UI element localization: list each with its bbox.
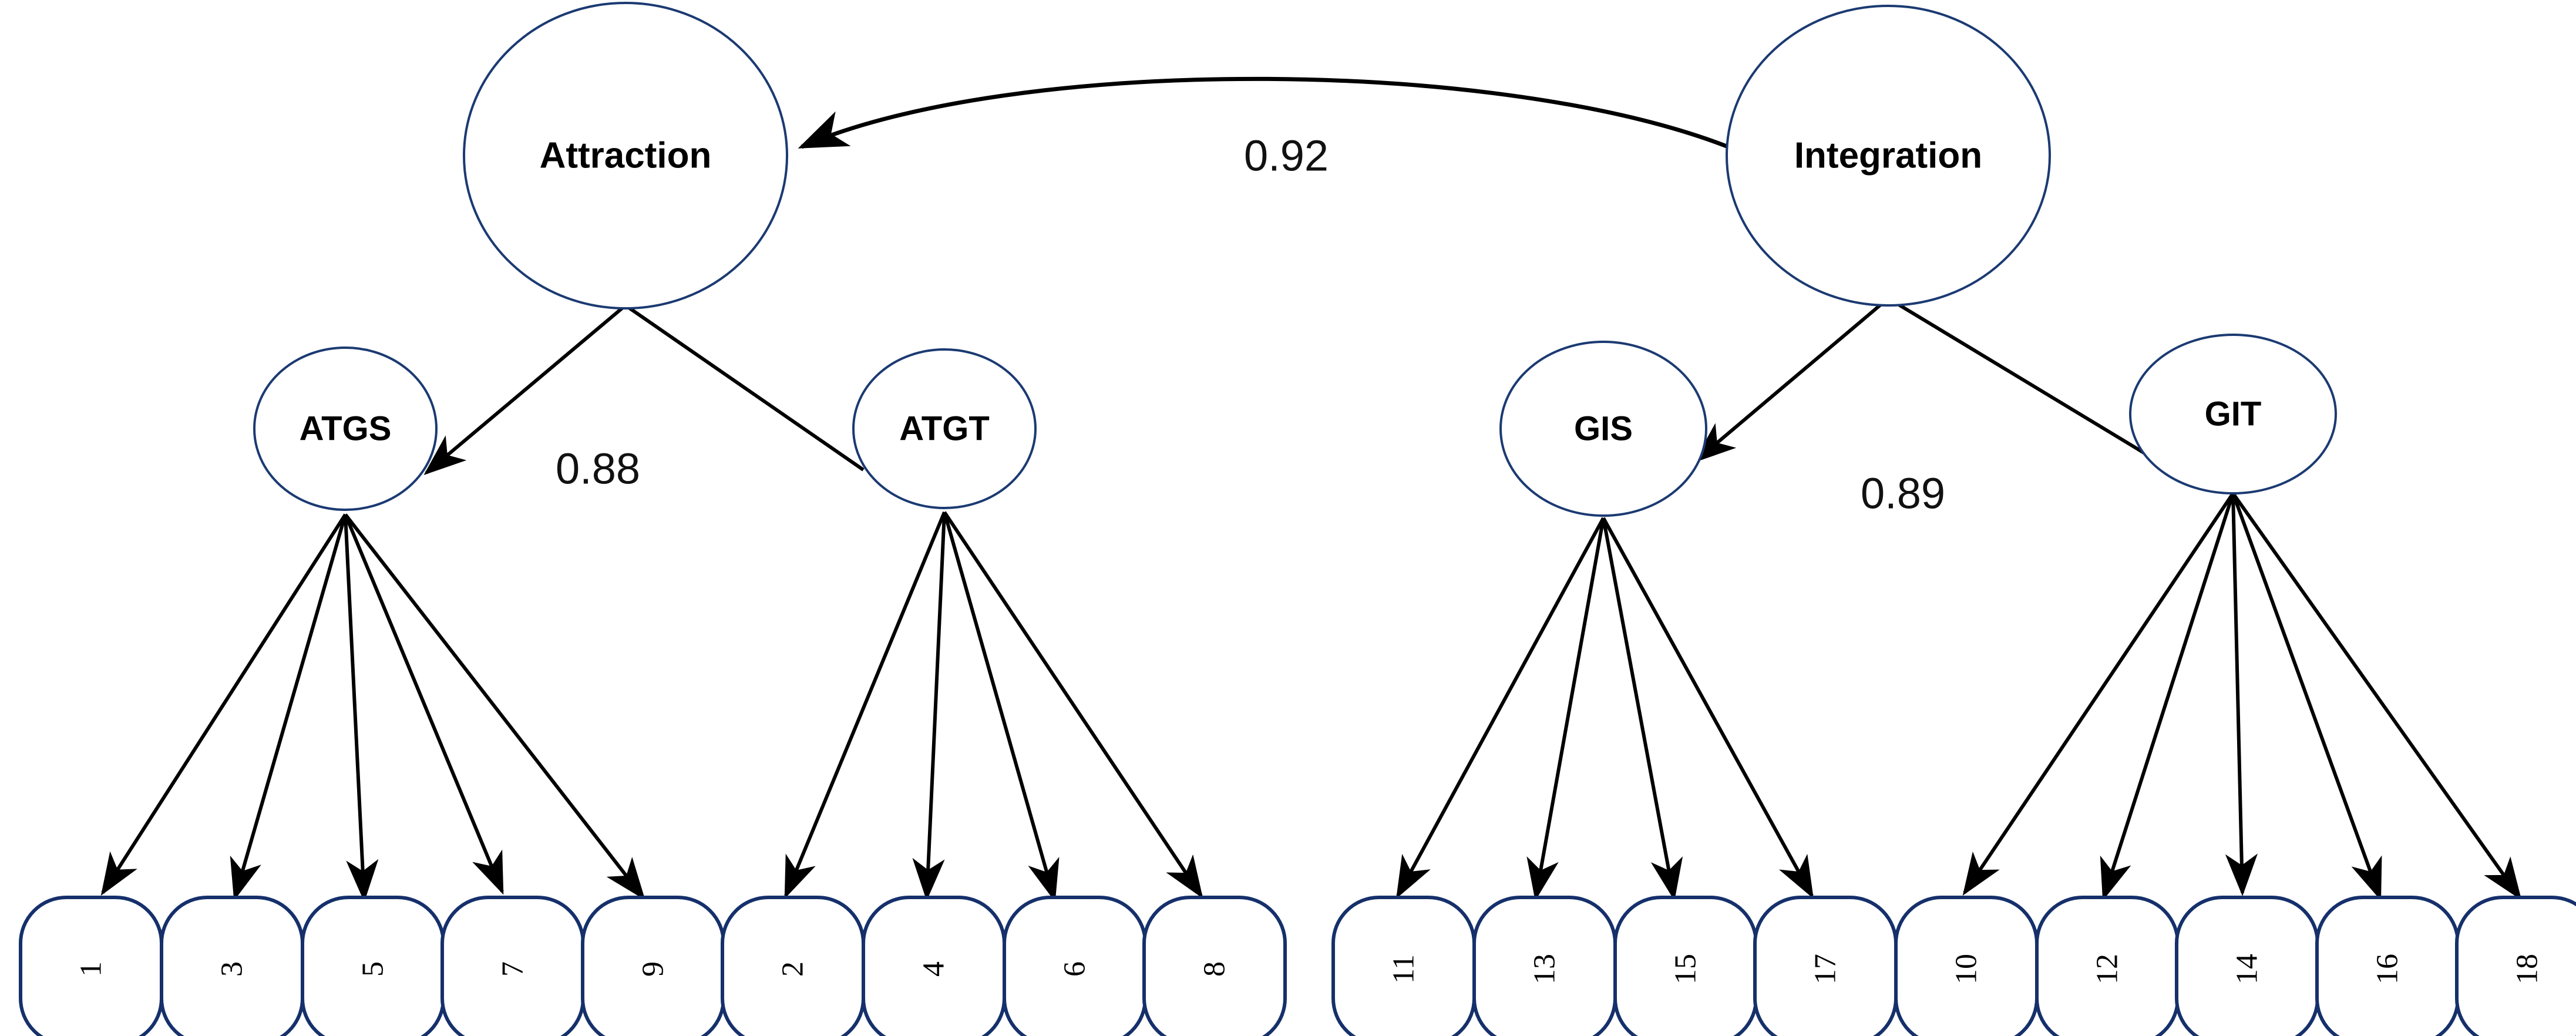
indicator-arrow (100, 513, 347, 896)
node-attraction[interactable]: Attraction (463, 2, 788, 310)
indicator-arrow (1962, 492, 2235, 896)
indicator-box-3[interactable]: 3 (160, 896, 304, 1036)
integration-ellipse[interactable] (1726, 5, 2051, 307)
indicator-label: 12 (2091, 954, 2124, 984)
indicator-label: 5 (357, 961, 390, 977)
indicator-box-1[interactable]: 1 (19, 896, 163, 1036)
indicator-shape[interactable] (1142, 896, 1287, 1036)
coefficient-attraction-loadings: 0.88 (556, 445, 640, 493)
indicator-box-16[interactable]: 16 (2315, 896, 2460, 1036)
indicator-label: 11 (1387, 954, 1421, 984)
atgs-ellipse[interactable] (253, 347, 438, 511)
indicator-label: 2 (776, 961, 810, 977)
edge-attraction-atgs (423, 304, 627, 475)
indicator-label: 13 (1528, 954, 1562, 984)
edges-atgs-indicators (100, 513, 645, 902)
node-gis[interactable]: GIS (1499, 341, 1707, 517)
indicator-box-17[interactable]: 17 (1753, 896, 1898, 1036)
indicator-label: 17 (1809, 954, 1842, 984)
indicator-box-14[interactable]: 14 (2175, 896, 2319, 1036)
indicator-arrow (1526, 517, 1605, 901)
indicator-arrow (2231, 492, 2382, 901)
gis-label: GIS (1574, 410, 1633, 448)
indicator-arrow (912, 512, 946, 901)
edges-git-indicators (1962, 492, 2522, 901)
node-git[interactable]: GIT (2129, 334, 2337, 495)
indicator-box-4[interactable]: 4 (862, 896, 1006, 1036)
indicator-box-18[interactable]: 18 (2455, 896, 2576, 1036)
node-atgt[interactable]: ATGT (852, 348, 1037, 509)
indicator-box-10[interactable]: 10 (1894, 896, 2039, 1036)
loading-line (1887, 297, 2146, 455)
atgt-ellipse[interactable] (852, 348, 1037, 509)
node-atgs[interactable]: ATGS (253, 347, 438, 511)
indicator-arrow (1602, 517, 1814, 899)
indicator-label: 3 (216, 961, 249, 977)
covariance-arrow (798, 76, 1737, 152)
edge-integration-git (1887, 297, 2146, 455)
indicator-label: 18 (2511, 954, 2544, 984)
indicator-box-11[interactable]: 11 (1331, 896, 1476, 1036)
edges-atgt-indicators (784, 511, 1203, 902)
coefficient-integration-loadings: 0.89 (1861, 469, 1945, 518)
indicator-label: 7 (496, 961, 530, 977)
indicator-arrow (1602, 517, 1683, 901)
edge-attraction-atgt (624, 304, 865, 472)
loading-arrow (1693, 297, 1889, 463)
coefficient-attraction-integration: 0.92 (1244, 132, 1329, 180)
indicator-box-8[interactable]: 8 (1142, 896, 1287, 1036)
indicator-label: 15 (1669, 954, 1703, 984)
atgt-label: ATGT (899, 410, 990, 448)
attraction-label: Attraction (540, 136, 712, 176)
edges-gis-indicators (1396, 517, 1814, 901)
indicator-arrow (1396, 517, 1605, 899)
indicator-label: 14 (2231, 954, 2264, 984)
indicator-box-5[interactable]: 5 (301, 896, 445, 1036)
indicator-box-7[interactable]: 7 (440, 896, 585, 1036)
edge-integration-gis (1693, 297, 1889, 463)
indicator-arrow (2100, 493, 2235, 901)
indicator-arrow (344, 513, 645, 900)
indicator-boxes: 1 3 5 7 9 2 4 (19, 896, 2576, 1036)
indicator-box-13[interactable]: 13 (1472, 896, 1617, 1036)
indicator-arrow (943, 512, 1060, 902)
indicator-box-15[interactable]: 15 (1613, 896, 1758, 1036)
indicator-label: 9 (637, 961, 670, 977)
git-label: GIT (2205, 395, 2262, 433)
indicator-arrow (344, 514, 379, 902)
attraction-ellipse[interactable] (463, 2, 788, 310)
indicator-box-6[interactable]: 6 (1003, 896, 1147, 1036)
indicator-arrow (943, 511, 1203, 899)
indicator-arrow (2225, 493, 2258, 896)
indicator-arrow (784, 511, 946, 899)
indicator-label: 6 (1058, 961, 1092, 977)
atgs-label: ATGS (300, 410, 392, 448)
indicator-label: 8 (1198, 961, 1232, 977)
git-ellipse[interactable] (2129, 334, 2337, 495)
indicator-label: 16 (2371, 954, 2405, 984)
indicator-label: 4 (917, 961, 951, 977)
gis-ellipse[interactable] (1499, 341, 1707, 517)
loading-line (624, 304, 865, 472)
indicator-label: 10 (1950, 954, 1983, 984)
indicator-arrow (2231, 492, 2522, 900)
indicator-box-9[interactable]: 9 (581, 896, 725, 1036)
indicator-shape[interactable] (2455, 896, 2576, 1036)
edge-integration-attraction (798, 76, 1737, 152)
indicator-arrow (230, 514, 347, 901)
indicator-box-12[interactable]: 12 (2035, 896, 2180, 1036)
indicator-arrow (344, 513, 504, 895)
loading-arrow (423, 304, 627, 475)
node-integration[interactable]: Integration (1726, 5, 2051, 307)
integration-label: Integration (1794, 136, 1982, 176)
indicator-label: 1 (75, 961, 108, 977)
indicator-box-2[interactable]: 2 (721, 896, 865, 1036)
